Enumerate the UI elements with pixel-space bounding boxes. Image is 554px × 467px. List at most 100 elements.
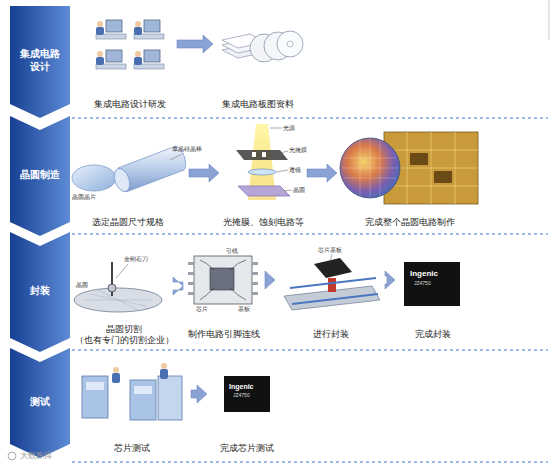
leader-line bbox=[280, 151, 288, 153]
workstation bbox=[96, 50, 126, 69]
test-cabinet bbox=[82, 376, 108, 418]
body bbox=[96, 27, 104, 35]
leader-line bbox=[284, 190, 292, 191]
part-label: 芯片 bbox=[196, 306, 208, 312]
process-step: 完成封装 bbox=[398, 244, 468, 340]
flow-arrow bbox=[177, 35, 213, 53]
head bbox=[97, 21, 103, 27]
disc-hole bbox=[287, 41, 293, 47]
part-label: 晶圆晶片 bbox=[72, 194, 96, 200]
step-caption: 完成整个晶圆电路制作 bbox=[365, 217, 455, 228]
process-step: 制作电路引脚连线 bbox=[186, 244, 262, 340]
head bbox=[161, 363, 167, 369]
mask-opening bbox=[252, 152, 256, 157]
chevron-band bbox=[10, 348, 70, 458]
stage-label: 集成电路设计 bbox=[18, 47, 62, 73]
stage-band: 封装 bbox=[10, 232, 70, 352]
die-block bbox=[434, 171, 452, 183]
body bbox=[134, 57, 142, 65]
row-separator bbox=[72, 118, 548, 462]
ingot-end bbox=[111, 166, 132, 193]
stage-band: 集成电路设计 bbox=[10, 6, 70, 118]
wafer-circuit bbox=[340, 138, 400, 198]
stage-label: 测试 bbox=[18, 395, 62, 408]
packaged-chip bbox=[404, 262, 460, 306]
leader-line bbox=[116, 264, 128, 278]
wafer-disc bbox=[74, 288, 162, 312]
mask-opening bbox=[262, 152, 266, 157]
dashed-line bbox=[72, 461, 548, 462]
test-equipment bbox=[82, 363, 182, 420]
guide-rail bbox=[292, 294, 378, 304]
lens bbox=[248, 169, 276, 175]
body bbox=[112, 373, 120, 383]
dashed-line bbox=[72, 349, 548, 350]
layout-data bbox=[222, 31, 303, 62]
process-step: 完成芯片测试 bbox=[210, 358, 284, 454]
flow-arrow bbox=[173, 277, 183, 295]
stage-band: 晶圆制造 bbox=[10, 116, 70, 236]
chip-marking: Ingenic bbox=[229, 383, 254, 390]
leader-line bbox=[330, 254, 332, 262]
process-step: 光掩膜、蚀刻电路等 bbox=[222, 122, 304, 228]
step-caption: 完成芯片测试 bbox=[220, 443, 274, 454]
cabinet-screen bbox=[86, 382, 104, 390]
part-label: 芯片基板 bbox=[318, 247, 342, 253]
step-caption: 制作电路引脚连线 bbox=[188, 329, 260, 340]
dicing-lines bbox=[84, 290, 152, 310]
bond-wires bbox=[200, 260, 246, 300]
chevron-band bbox=[10, 116, 70, 236]
flow-arrow bbox=[191, 385, 207, 403]
watermark-icon bbox=[8, 452, 16, 460]
stage-label: 晶圆制造 bbox=[18, 168, 62, 181]
guide-rail bbox=[290, 278, 376, 288]
chip-package bbox=[314, 258, 352, 278]
head bbox=[97, 51, 103, 57]
part-label: 光源 bbox=[283, 125, 295, 131]
step-caption: 光掩膜、蚀刻电路等 bbox=[223, 217, 304, 228]
part-label: 基板 bbox=[238, 306, 250, 312]
lead-frame bbox=[194, 256, 252, 304]
wire-bonding bbox=[188, 256, 258, 304]
monitor bbox=[144, 20, 160, 32]
flow-arrow bbox=[307, 164, 337, 182]
head bbox=[135, 21, 141, 27]
part-label: 引线 bbox=[226, 248, 238, 254]
flow-arrow bbox=[265, 271, 275, 289]
chevron-band bbox=[10, 6, 70, 118]
workstation bbox=[134, 50, 164, 69]
photomask bbox=[236, 150, 288, 160]
wafer-grid bbox=[342, 138, 398, 198]
die-block bbox=[410, 153, 428, 165]
flow-arrow bbox=[189, 164, 219, 182]
stage-label: 封装 bbox=[18, 284, 62, 297]
wafer-plate bbox=[238, 186, 290, 196]
workstation bbox=[96, 20, 126, 39]
part-label: 金刚石刀 bbox=[124, 256, 148, 262]
process-step: 选定晶圆尺寸规格 bbox=[70, 128, 186, 228]
step-caption: 进行封装 bbox=[313, 329, 349, 340]
monitor bbox=[106, 50, 122, 62]
step-caption: 完成封装 bbox=[415, 329, 451, 340]
part-label: 单晶硅晶棒 bbox=[172, 146, 202, 152]
pins bbox=[188, 262, 258, 295]
leader-line bbox=[170, 154, 182, 160]
body bbox=[134, 27, 142, 35]
head bbox=[113, 367, 119, 373]
chip-marking: JZ4750 bbox=[233, 393, 250, 398]
saw-blade bbox=[108, 284, 116, 292]
process-step: 完成整个晶圆电路制作 bbox=[340, 126, 480, 228]
leader-line bbox=[276, 170, 288, 172]
photolithography bbox=[236, 124, 292, 200]
head bbox=[135, 51, 141, 57]
body bbox=[96, 57, 104, 65]
stage-band: 测试 bbox=[10, 348, 70, 458]
wafer-disc bbox=[72, 165, 116, 191]
finished-wafer bbox=[340, 132, 478, 204]
chevron-band bbox=[10, 232, 70, 352]
leader-line bbox=[270, 128, 282, 129]
part-label: 光掩膜 bbox=[289, 147, 307, 153]
step-caption: 芯片测试 bbox=[114, 443, 150, 454]
